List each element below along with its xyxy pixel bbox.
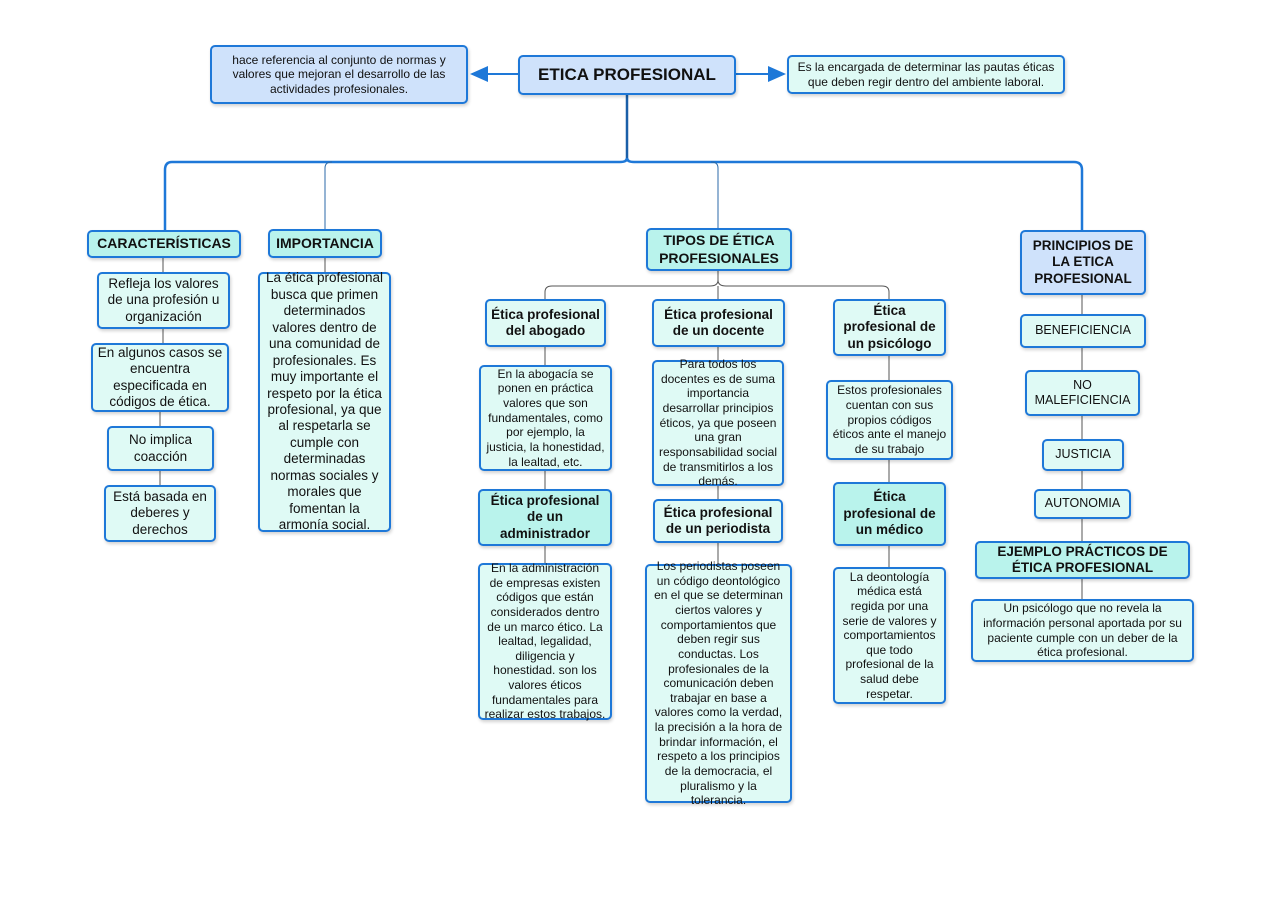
docente-node: Ética profesional de un docente [652, 299, 785, 347]
principios-node: PRINCIPIOS DE LA ETICA PROFESIONAL [1020, 230, 1146, 295]
ejemplo-node: EJEMPLO PRÁCTICOS DE ÉTICA PROFESIONAL [975, 541, 1190, 579]
administrador-node: Ética profesional de un administrador [478, 489, 612, 546]
docente-text: Para todos los docentes es de suma impor… [652, 357, 784, 488]
importancia-text: La ética profesional busca que primen de… [258, 270, 391, 532]
caracteristicas-node: CARACTERÍSTICAS [87, 230, 241, 258]
caracteristica-item-2: En algunos casos se encuentra especifica… [91, 343, 229, 412]
top-bus-right [625, 157, 1084, 231]
principio-beneficiencia: BENEFICIENCIA [1020, 314, 1146, 348]
tipos-branches [544, 271, 890, 300]
caracteristica-item-4: Está basada en deberes y derechos [104, 485, 216, 542]
link-tipos [710, 161, 719, 229]
administrador-text: En la administración de empresas existen… [478, 561, 612, 721]
abogado-node: Ética profesional del abogado [485, 299, 606, 347]
medico-node: Ética profesional de un médico [833, 482, 946, 546]
psicologo-node: Ética profesional de un psicólogo [833, 299, 946, 356]
ejemplo-text: Un psicólogo que no revela la informació… [971, 599, 1194, 662]
caracteristica-item-3: No implica coacción [107, 426, 214, 471]
root-node: ETICA PROFESIONAL [518, 55, 736, 95]
definition-node: hace referencia al conjunto de normas y … [210, 45, 468, 104]
medico-text: La deontología médica está regida por un… [833, 567, 946, 704]
psicologo-text: Estos profesionales cuentan con sus prop… [826, 380, 953, 460]
principio-justicia: JUSTICIA [1042, 439, 1124, 471]
periodista-text: Los periodistas poseen un código deontol… [645, 559, 792, 807]
principio-no-maleficiencia: NO MALEFICIENCIA [1025, 370, 1140, 416]
periodista-node: Ética profesional de un periodista [653, 499, 783, 543]
link-importancia [324, 161, 333, 229]
caracteristica-item-1: Refleja los valores de una profesión u o… [97, 272, 230, 329]
tipos-node: TIPOS DE ÉTICA PROFESIONALES [646, 228, 792, 271]
principio-autonomia: AUTONOMIA [1034, 489, 1131, 519]
importancia-node: IMPORTANCIA [268, 229, 382, 258]
abogado-text: En la abogacía se ponen en práctica valo… [479, 365, 612, 471]
top-bus-left [163, 157, 629, 231]
purpose-node: Es la encargada de determinar las pautas… [787, 55, 1065, 94]
